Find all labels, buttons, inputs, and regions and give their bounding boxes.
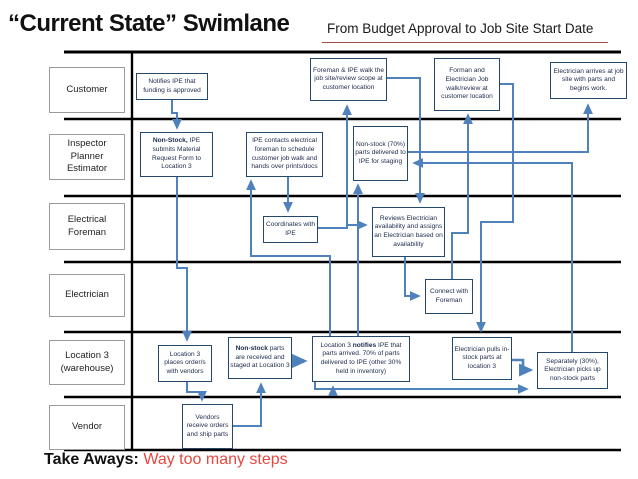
step-electrician-arrives-begins-work: Electrician arrives at job site with par… [550, 62, 627, 99]
step-nonstock-material-request: Non-Stock, IPE submits Material Request … [140, 132, 213, 177]
step-nonstock-70-delivered-staging: Non-stock (70%) parts delivered to IPE f… [353, 126, 408, 181]
lane-label-electrician: Electrician [49, 274, 125, 317]
step-coordinates-with-ipe: Coordinates with IPE [263, 216, 318, 243]
lane-label-electrical-foreman: Electrical Foreman [49, 203, 125, 250]
step-location3-places-orders: Location 3 places order/s with vendors [158, 345, 212, 382]
step-separately-30-picks-up-parts: Separately (30%), Electrician picks up n… [537, 352, 608, 389]
arrow-funding-to-submit [171, 100, 182, 130]
takeaways-label: Take Aways: [44, 451, 139, 468]
step-vendors-receive-ship-parts: Vendors receive orders and ship parts [182, 404, 233, 449]
takeaways-line: Take Aways: Way too many steps [44, 451, 288, 469]
lane-boundary-lines [64, 50, 621, 452]
arrow-notifies-to-separately [314, 382, 529, 394]
step-reviews-electrician-availability: Reviews Electrician availability and ass… [372, 207, 445, 257]
step-location3-notifies-parts-arrived: Location 3 notifies IPE that parts arriv… [312, 336, 410, 382]
arrow-separately-to-staging [412, 158, 573, 352]
page-title: “Current State” Swimlane [8, 10, 290, 37]
lane-label-vendor: Vendor [49, 405, 125, 450]
arrow-reviews-to-connect [404, 257, 421, 301]
step-foreman-ipe-walk-job-site: Foreman & IPE walk the job site/review s… [310, 58, 387, 101]
arrow-submit-to-places-order [176, 177, 192, 342]
step-nonstock-parts-received-staged: Non-stock parts are received and staged … [228, 337, 292, 379]
step-electrician-pulls-instock-parts: Electrician pulls in-stock parts at loca… [452, 337, 512, 380]
step-connect-with-foreman: Connect with Foreman [425, 279, 473, 314]
step-ipe-contacts-foreman: IPE contacts electrical foreman to sched… [246, 132, 323, 177]
lane-label-inspector-planner-estimator: Inspector Planner Estimator [49, 134, 125, 180]
arrow-connect-to-job-walk [451, 113, 473, 279]
arrow-pulls-to-separately [512, 358, 534, 377]
arrow-staging-to-arrives [408, 103, 593, 153]
step-forman-electrician-job-walk: Forman and Electrician Job walk/review a… [434, 58, 500, 111]
lane-label-location3-warehouse: Location 3 (warehouse) [49, 340, 125, 385]
takeaways-note: Way too many steps [138, 451, 288, 468]
arrow-places-order-to-vendors [186, 382, 207, 402]
lane-label-customer: Customer [49, 67, 125, 113]
arrow-job-walk-to-pulls-parts [476, 83, 514, 333]
arrow-vendors-to-received [233, 382, 266, 427]
arrow-notifies-to-ipe-contacts [246, 179, 331, 336]
page-subtitle: From Budget Approval to Job Site Start D… [327, 21, 594, 36]
step-notifies-funding-approved: Notifies IPE that funding is approved [136, 73, 208, 100]
subtitle-underline [322, 42, 608, 43]
